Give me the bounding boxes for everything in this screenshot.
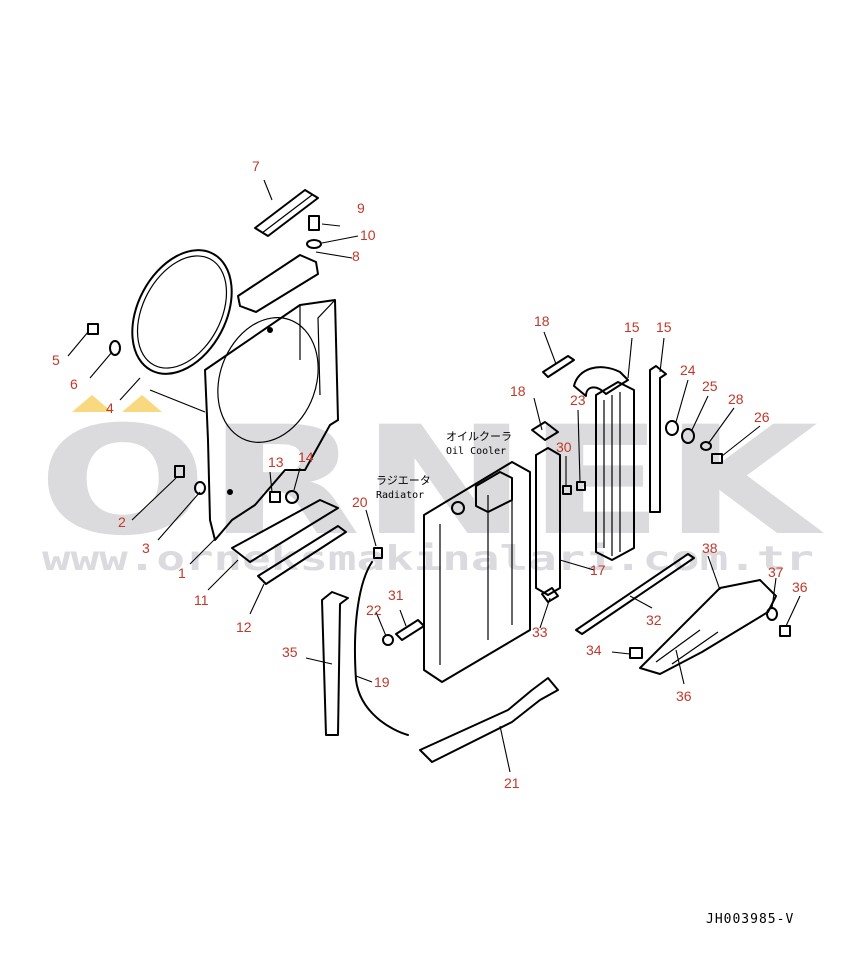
callout-15-left: 15 — [624, 319, 640, 335]
callout-36-left: 35 — [282, 644, 298, 660]
callout-13: 13 — [268, 454, 284, 470]
left-seal-strip — [321, 591, 349, 736]
shroud-bracket — [237, 254, 319, 313]
callout-15-right: 15 — [656, 319, 672, 335]
callout-24: 19 — [374, 674, 390, 690]
callout-32: 30 — [556, 439, 572, 455]
callout-18-lower: 18 — [510, 383, 526, 399]
watermark-logo-mark-right — [122, 395, 162, 412]
callout-5: 5 — [52, 352, 60, 368]
callout-2: 2 — [118, 514, 126, 530]
callout-8: 8 — [352, 248, 360, 264]
lower-plates — [231, 499, 347, 585]
callout-4: 4 — [106, 400, 114, 416]
watermark-logo-mark-left — [72, 395, 112, 412]
callout-11: 11 — [194, 592, 209, 608]
callout-14: 14 — [298, 449, 314, 465]
callout-26: 21 — [504, 775, 520, 791]
callout-23: 28 — [728, 391, 744, 407]
callout-18-top: 18 — [534, 313, 550, 329]
oil-cooler-core — [573, 366, 635, 561]
callout-38: 38 — [702, 540, 718, 556]
callout-33: 31 — [388, 587, 404, 603]
callout-30: 22 — [366, 602, 382, 618]
small-fasteners — [87, 323, 299, 504]
bolt-and-washer — [306, 215, 322, 249]
callout-10: 10 — [360, 227, 376, 243]
callout-22: 26 — [754, 409, 770, 425]
callout-19: 33 — [532, 624, 548, 640]
callout-25: 20 — [352, 494, 368, 510]
callout-36-right: 36 — [792, 579, 808, 595]
callout-34: 34 — [586, 642, 602, 658]
callout-12: 12 — [236, 619, 252, 635]
oil-cooler-fittings — [665, 420, 723, 464]
oil-cooler-label-jp: オイルクーラ — [446, 430, 512, 443]
drain-hose — [353, 547, 425, 736]
oil-cooler-label-en: Oil Cooler — [446, 446, 506, 457]
upper-bracket — [254, 189, 319, 237]
watermark: ORNEK www.orneksmakinalari.com.tr — [38, 395, 824, 579]
radiator-label-jp: ラジエータ — [376, 474, 431, 487]
radiator-label-en: Radiator — [376, 490, 424, 501]
spacer-blocks — [562, 481, 586, 495]
callout-31: 23 — [570, 392, 586, 408]
document-code: JH003985-V — [706, 912, 795, 927]
shroud-ring — [131, 249, 233, 375]
component-labels: オイルクーラ Oil Cooler ラジエータ Radiator — [376, 430, 512, 501]
callout-17: 17 — [590, 562, 606, 578]
watermark-url: www.orneksmakinalari.com.tr — [42, 539, 814, 579]
fan-shroud-panel — [204, 299, 339, 541]
callout-35: 36 — [676, 688, 692, 704]
callout-1: 1 — [178, 565, 186, 581]
callout-20: 24 — [680, 362, 696, 378]
leader-lines — [67, 179, 801, 773]
callout-9: 9 — [357, 200, 365, 216]
callout-21: 25 — [702, 378, 718, 394]
callout-28: 32 — [646, 612, 662, 628]
lower-seal — [419, 677, 559, 763]
callout-7: 7 — [252, 158, 260, 174]
callout-37: 37 — [768, 564, 784, 580]
callout-3: 3 — [142, 540, 150, 556]
callout-numbers: 7 9 10 8 5 6 4 2 3 1 13 14 11 12 20 22 3… — [52, 158, 808, 791]
watermark-brand: ORNEK — [38, 395, 824, 569]
radiator-core — [423, 461, 531, 683]
callout-6: 6 — [70, 376, 78, 392]
